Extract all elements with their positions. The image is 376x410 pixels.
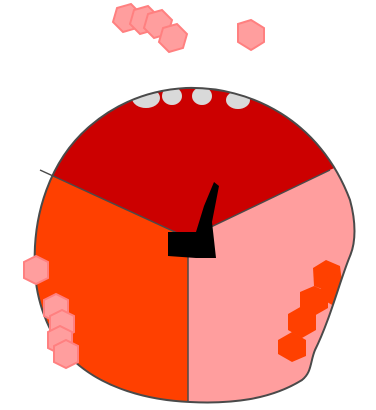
hexagon-cell-icon: [238, 20, 264, 50]
hexagon-cell-icon: [54, 340, 78, 368]
hexagon-cell-icon: [159, 24, 187, 52]
hexagon-cell-icon: [24, 256, 48, 284]
floating-cells-top: [113, 4, 264, 52]
